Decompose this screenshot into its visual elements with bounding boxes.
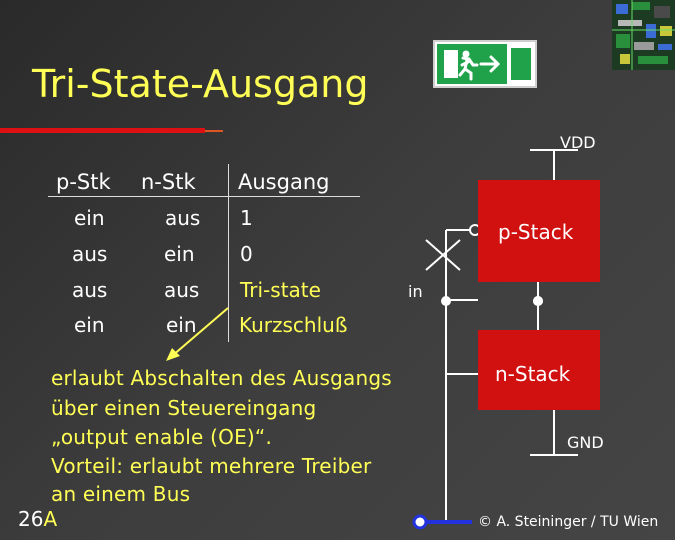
pointer-arrow xyxy=(166,307,229,361)
table-row-1-ausgang: 1 xyxy=(240,206,253,230)
table-header-pstk: p-Stk xyxy=(56,170,111,194)
table-row-4-nstk: ein xyxy=(166,313,197,337)
copyright-notice: © A. Steininger / TU Wien xyxy=(478,514,659,530)
page-number: 26A xyxy=(18,507,57,531)
table-row-4-ausgang: Kurzschluß xyxy=(239,313,348,337)
table-row-3-ausgang: Tri-state xyxy=(240,278,321,302)
table-row-3-nstk: aus xyxy=(164,278,200,302)
explanation-line-1: erlaubt Abschalten des Ausgangs xyxy=(51,366,392,390)
title-underline xyxy=(0,128,205,133)
gnd-label: GND xyxy=(567,433,604,452)
stack-wires xyxy=(533,282,543,330)
explanation-line-2: über einen Steuereingang xyxy=(51,396,317,420)
table-row-1-pstk: ein xyxy=(74,206,105,230)
explanation-line-5: an einem Bus xyxy=(51,482,191,506)
table-header-rule xyxy=(48,196,360,197)
n-stack-label: n-Stack xyxy=(495,362,571,386)
page-number-suffix: A xyxy=(43,507,58,531)
explanation-line-3: „output enable (OE)“. xyxy=(51,425,273,449)
n-stack-block xyxy=(478,330,600,410)
title-underline-tail xyxy=(205,130,223,132)
vdd-label: VDD xyxy=(560,133,596,152)
input-node xyxy=(441,296,451,306)
table-row-2-nstk: ein xyxy=(164,242,195,266)
table-row-3-pstk: aus xyxy=(72,278,108,302)
table-row-2-ausgang: 0 xyxy=(240,242,253,266)
slide-title: Tri-State-Ausgang xyxy=(32,62,369,106)
p-stack-label: p-Stack xyxy=(498,220,574,244)
table-column-rule xyxy=(228,164,229,342)
circuit-board-icon xyxy=(612,0,675,70)
table-header-nstk: n-Stk xyxy=(141,170,196,194)
exit-door xyxy=(511,48,531,80)
table-header-ausgang: Ausgang xyxy=(238,170,330,194)
table-row-4-pstk: ein xyxy=(74,313,105,337)
p-stack-block xyxy=(478,180,600,282)
table-row-2-pstk: aus xyxy=(72,242,108,266)
exit-sign-icon xyxy=(444,50,501,81)
bus-node xyxy=(412,514,428,530)
explanation-line-4: Vorteil: erlaubt mehrere Treiber xyxy=(51,454,372,478)
disable-mark-b xyxy=(425,239,461,271)
input-label: in xyxy=(408,282,423,301)
table-row-1-nstk: aus xyxy=(165,206,201,230)
page-number-value: 26 xyxy=(18,507,44,531)
